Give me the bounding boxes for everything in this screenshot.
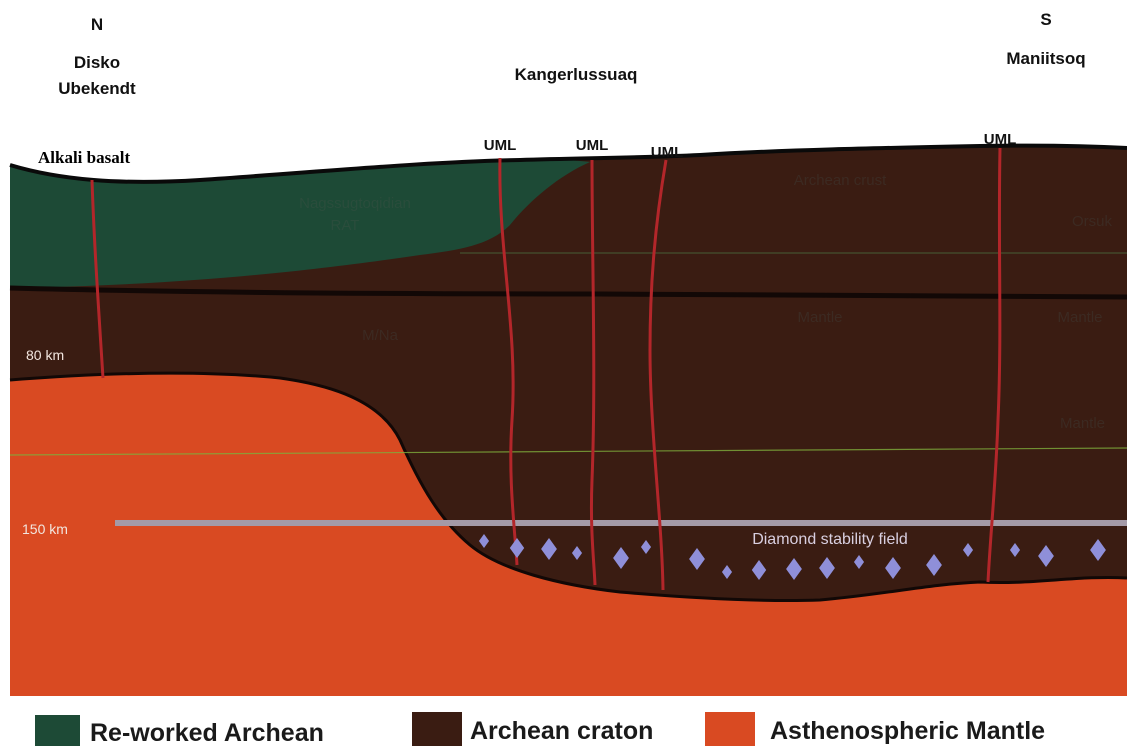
nagssugtoqidian-label-2: RAT bbox=[331, 217, 360, 234]
center-place: Kangerlussuaq bbox=[515, 65, 638, 84]
depth-150-label: 150 km bbox=[22, 521, 68, 537]
orsuk-label: Orsuk bbox=[1072, 213, 1113, 230]
alkali-basalt-label: Alkali basalt bbox=[38, 148, 130, 167]
legend-swatch-reworked bbox=[35, 715, 80, 746]
depth-80-label: 80 km bbox=[26, 347, 64, 363]
uml-label-2: UML bbox=[576, 137, 609, 154]
uml-label-4: UML bbox=[984, 131, 1017, 148]
legend-swatch-craton bbox=[412, 712, 462, 746]
north-place-line2: Ubekendt bbox=[58, 79, 136, 98]
legend-label-craton: Archean craton bbox=[470, 717, 653, 745]
legend-label-reworked: Re-worked Archean bbox=[90, 719, 324, 746]
mantle-partial-label: Mantle bbox=[1060, 415, 1105, 432]
diamond-field-label: Diamond stability field bbox=[752, 531, 908, 548]
archean-crust-label: Archean crust bbox=[794, 172, 887, 189]
mantle-right-label: Mantle bbox=[1057, 309, 1102, 326]
nagssug-mantle-label: M/Na bbox=[362, 327, 398, 344]
mantle-mid-label: Mantle bbox=[797, 309, 842, 326]
uml-label-1: UML bbox=[484, 137, 517, 154]
uml-label-3: UML bbox=[651, 144, 684, 161]
legend-label-asthenosphere: Asthenospheric Mantle bbox=[770, 717, 1045, 745]
south-place: Maniitsoq bbox=[1006, 49, 1085, 68]
south-direction: S bbox=[1040, 10, 1051, 29]
nagssugtoqidian-label-1: Nagssugtoqidian bbox=[299, 195, 411, 212]
legend-swatch-asthenosphere bbox=[705, 712, 755, 746]
north-place-line1: Disko bbox=[74, 53, 120, 72]
north-direction: N bbox=[91, 15, 103, 34]
